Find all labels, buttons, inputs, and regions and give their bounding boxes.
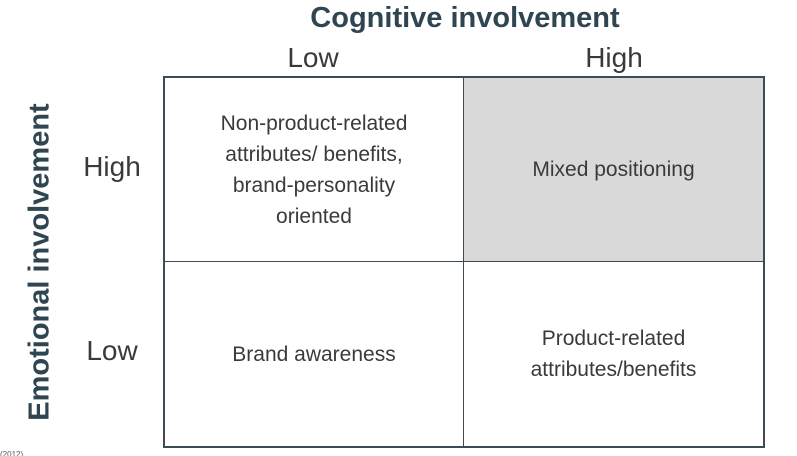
row-label-low: Low (86, 335, 138, 366)
cell-low-emotional-low-cognitive: Brand awareness (165, 262, 464, 446)
source-citation: (2012) (0, 450, 24, 456)
row-label-high: High (83, 151, 141, 182)
cell-text: Non-product-related attributes/ benefits… (220, 111, 408, 228)
cell-high-emotional-low-cognitive: Non-product-related attributes/ benefits… (165, 78, 464, 262)
cell-low-emotional-high-cognitive: Product-related attributes/benefits (464, 262, 763, 446)
cell-text: Product-related attributes/benefits (530, 327, 697, 381)
emotional-involvement-title: Emotional involvement (23, 103, 56, 421)
cell-text: Mixed positioning (532, 158, 695, 181)
column-label-high: High (585, 42, 643, 73)
column-label-low: Low (287, 42, 339, 73)
positioning-matrix: Non-product-related attributes/ benefits… (163, 76, 765, 448)
cell-text: Brand awareness (232, 342, 396, 366)
cognitive-involvement-title: Cognitive involvement (310, 2, 620, 34)
cell-high-emotional-high-cognitive: Mixed positioning (464, 78, 763, 262)
